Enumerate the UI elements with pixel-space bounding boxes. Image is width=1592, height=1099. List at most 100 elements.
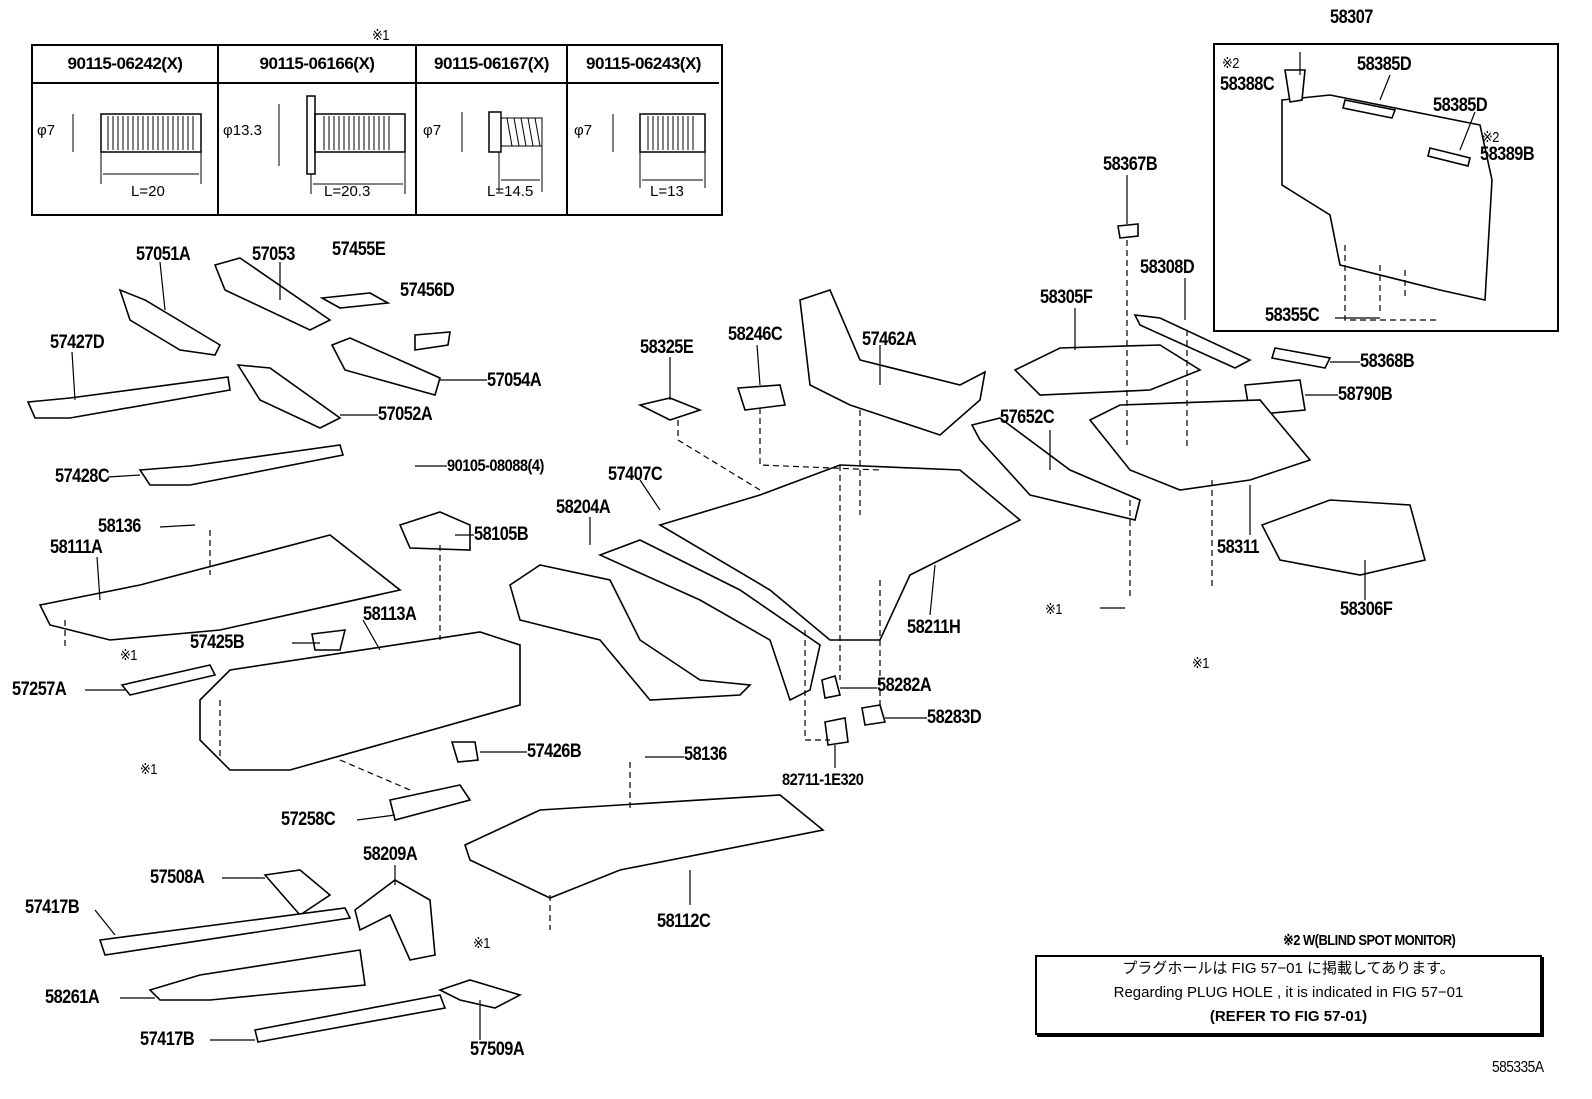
part-58246C bbox=[736, 384, 786, 411]
part-label: 58204A bbox=[556, 497, 611, 518]
note-marker-1: ※1 bbox=[140, 761, 157, 778]
note-marker-2: ※2 bbox=[1222, 55, 1239, 72]
part-label: 57257A bbox=[12, 679, 67, 700]
bolt-part-number: 90115-06166(X) bbox=[219, 46, 417, 84]
part-58306F bbox=[1260, 499, 1426, 576]
part-58283D bbox=[861, 704, 887, 726]
figure-id: 585335A bbox=[1492, 1059, 1544, 1076]
bolt-length: L=20 bbox=[131, 183, 165, 200]
part-57427D bbox=[26, 376, 231, 419]
part-label: 57508A bbox=[150, 867, 205, 888]
note-marker-1: ※1 bbox=[372, 27, 389, 44]
part-label: 57428C bbox=[55, 466, 110, 487]
bolt-part-number: 90115-06167(X) bbox=[417, 46, 568, 84]
note-marker-2: ※2 bbox=[1482, 129, 1499, 146]
part-57051A bbox=[118, 288, 222, 356]
bolt-part-number: 90115-06243(X) bbox=[568, 46, 719, 84]
note-japanese: プラグホールは FIG 57−01 に掲載してあります。 bbox=[1122, 960, 1455, 977]
part-label: 58790B bbox=[1338, 384, 1393, 405]
part-57509A bbox=[437, 979, 523, 1009]
part-label: 57427D bbox=[50, 332, 105, 353]
part-label: 58136 bbox=[98, 516, 141, 537]
bolt-cell: φ13.3 L=20.3 bbox=[219, 84, 417, 214]
part-57652C bbox=[970, 417, 1141, 521]
part-label: 90105-08088(4) bbox=[447, 456, 544, 475]
bolt-icon bbox=[72, 113, 202, 184]
part-label: 58112C bbox=[657, 911, 711, 932]
part-label: 58105B bbox=[474, 524, 529, 545]
plug-hole-note: プラグホールは FIG 57−01 に掲載してあります。 Regarding P… bbox=[1035, 955, 1542, 1035]
part-label: 58385D bbox=[1433, 95, 1488, 116]
part-label: 58389B bbox=[1480, 144, 1535, 165]
part-label: 58367B bbox=[1103, 154, 1158, 175]
part-label: 57426B bbox=[527, 741, 582, 762]
part-58113A bbox=[199, 631, 521, 771]
part-57054A bbox=[330, 337, 441, 396]
part-label: 58111A bbox=[50, 537, 103, 558]
part-58282A bbox=[821, 674, 841, 699]
part-label: 58211H bbox=[907, 617, 961, 638]
part-58311 bbox=[1088, 399, 1312, 491]
part-label: 58261A bbox=[45, 987, 100, 1008]
part-label: 57652C bbox=[1000, 407, 1055, 428]
leader-dashed-lines bbox=[64, 240, 1440, 930]
part-label: 58388C bbox=[1220, 74, 1275, 95]
leader-lines bbox=[71, 52, 1476, 1041]
part-82711 bbox=[824, 717, 849, 746]
part-label: 57053 bbox=[252, 244, 295, 265]
part-rear-panel bbox=[1281, 94, 1493, 301]
part-58305F bbox=[1013, 344, 1202, 396]
part-label: 58282A bbox=[877, 675, 932, 696]
part-label: 57052A bbox=[378, 404, 433, 425]
part-57257A bbox=[120, 664, 217, 696]
part-label: 58368B bbox=[1360, 351, 1415, 372]
part-label: 58355C bbox=[1265, 305, 1320, 326]
bolt-length: L=13 bbox=[650, 183, 684, 200]
part-58385D-2 bbox=[1427, 147, 1471, 167]
part-58111A bbox=[38, 534, 402, 641]
part-58204A bbox=[597, 539, 821, 702]
part-label: 57054A bbox=[487, 370, 542, 391]
part-label: 57417B bbox=[25, 897, 80, 918]
bolt-diameter: φ13.3 bbox=[223, 122, 262, 139]
part-label: 58283D bbox=[927, 707, 982, 728]
note-marker-1: ※1 bbox=[1192, 655, 1209, 672]
bolt-length: L=14.5 bbox=[487, 183, 534, 200]
part-58368B bbox=[1270, 347, 1332, 369]
part-label: 57407C bbox=[608, 464, 663, 485]
bolt-cell: φ7 L=13 bbox=[568, 84, 719, 214]
part-label: 82711-1E320 bbox=[782, 770, 864, 789]
part-57462A bbox=[799, 289, 987, 436]
part-57508A bbox=[263, 869, 332, 917]
bolt-diameter: φ7 bbox=[37, 122, 56, 139]
bolt-cell: φ7 L=20 bbox=[33, 84, 219, 214]
part-label: 57051A bbox=[136, 244, 191, 265]
part-label: 58308D bbox=[1140, 257, 1195, 278]
part-57428C bbox=[138, 444, 345, 486]
part-label: 57417B bbox=[140, 1029, 195, 1050]
part-57407C bbox=[509, 564, 752, 701]
part-58388C bbox=[1284, 69, 1306, 103]
part-label: 57258C bbox=[281, 809, 336, 830]
part-label: 58306F bbox=[1340, 599, 1393, 620]
bolt-length: L=20.3 bbox=[324, 183, 371, 200]
part-label: 58385D bbox=[1357, 54, 1412, 75]
part-58105B bbox=[398, 511, 471, 551]
part-57258C bbox=[389, 784, 472, 821]
part-57425B bbox=[311, 629, 347, 651]
part-label: 58325E bbox=[640, 337, 694, 358]
bolt-icon bbox=[612, 113, 706, 188]
note-marker-1: ※1 bbox=[120, 647, 137, 664]
part-label: 58209A bbox=[363, 844, 418, 865]
note-marker-1: ※1 bbox=[1045, 601, 1062, 618]
part-57426B bbox=[450, 741, 479, 763]
part-label: 57509A bbox=[470, 1039, 525, 1060]
part-57052A bbox=[236, 364, 342, 429]
part-57455E bbox=[319, 292, 391, 309]
part-58367B bbox=[1117, 223, 1139, 239]
bolt-spec-table: 90115-06242(X) 90115-06166(X) 90115-0616… bbox=[31, 44, 723, 216]
bolt-icon bbox=[278, 95, 406, 194]
part-label: 57456D bbox=[400, 280, 455, 301]
part-57456D bbox=[414, 331, 451, 351]
